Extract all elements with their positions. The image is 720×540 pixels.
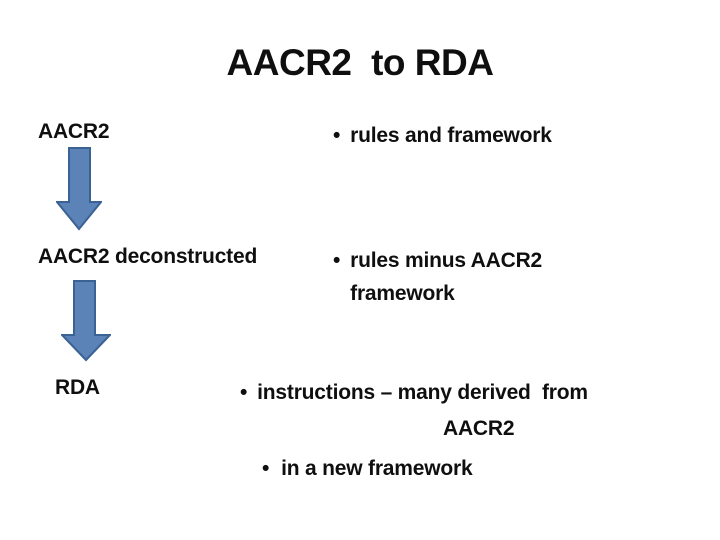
bullet-text-line: framework xyxy=(350,282,455,305)
flow-stage-aacr2-deconstructed: AACR2 deconstructed xyxy=(38,245,258,268)
bullet-text: instructions – many derived from xyxy=(257,381,588,404)
bullet-item-new-framework: • in a new framework xyxy=(262,451,588,486)
flow-stage-rda: RDA xyxy=(55,376,100,399)
bullet-item-rules-minus-aacr2: • rules minus AACR2 framework xyxy=(333,244,542,310)
down-arrow-icon xyxy=(54,147,104,236)
flow-stage-aacr2: AACR2 xyxy=(38,120,110,143)
bullet-item-instructions: • instructions – many derived from xyxy=(240,375,588,410)
bullet-text: rules and framework xyxy=(350,124,552,147)
slide-title: AACR2 to RDA xyxy=(226,42,494,83)
bullet-marker-icon: • xyxy=(333,124,341,147)
down-arrow-shape xyxy=(59,280,113,362)
bullet-text-line: rules minus AACR2 xyxy=(350,249,543,272)
bullet-item-rules-and-framework: • rules and framework xyxy=(333,119,552,152)
bullet-text: in a new framework xyxy=(281,457,473,480)
bullet-group-bottom: • instructions – many derived from AACR2… xyxy=(240,375,588,486)
bullet-marker-icon: • xyxy=(333,249,341,272)
bullet-text-continuation: AACR2 xyxy=(443,417,515,440)
bullet-marker-icon: • xyxy=(240,381,248,404)
bullet-marker-icon: • xyxy=(262,457,270,480)
down-arrow-icon xyxy=(59,280,113,367)
down-arrow-shape xyxy=(54,147,104,231)
